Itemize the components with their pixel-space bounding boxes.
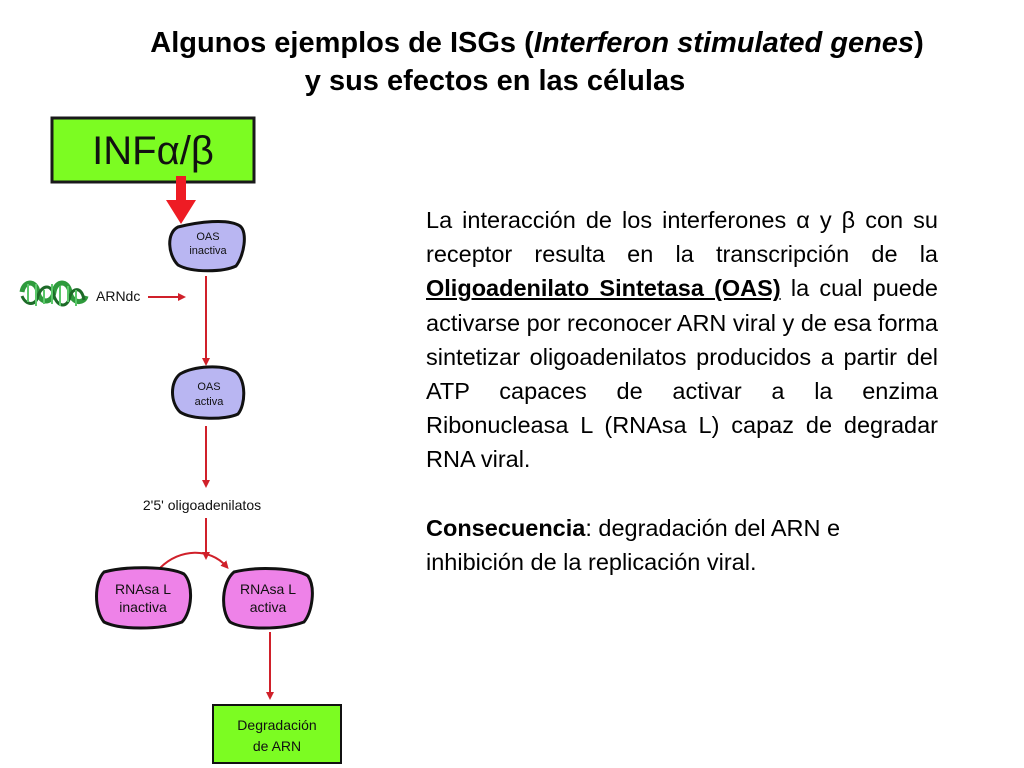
big-red-arrow-icon [166,176,196,224]
title-part-2: ) [914,27,924,59]
oas-active-node: OAS activa [171,365,246,420]
paragraph-text-1: La interacción de los interferones [426,207,797,233]
paragraph-text-2: y [809,207,842,233]
oas-inactive-line1: OAS [196,231,219,243]
degradation-box: Degradación de ARN [212,704,342,764]
oligo-label: 2'5' oligoadenilatos [143,497,261,513]
degradation-line1: Degradación [237,717,316,733]
paragraph-spacer [426,477,938,511]
rnasa-active-line2: activa [250,599,287,615]
inf-box: INFα/β [50,116,256,184]
dsrna-helix-icon [19,280,89,307]
oas-enzyme-name: Oligoadenilato Sintetasa (OAS) [426,275,781,302]
consequence-paragraph: Consecuencia: degradación del ARN e inhi… [426,511,938,579]
arrow-rnasa-activation [159,551,229,569]
title-part-1: Algunos ejemplos de ISGs ( [150,27,534,59]
paragraph-text-3: con su receptor resulta en la transcripc… [426,207,938,268]
oas-inactive-node: OAS inactiva [168,219,246,273]
title-line-1: Algunos ejemplos de ISGs (Interferon sti… [30,24,1020,62]
diagram-svg: INFα/β OAS inactiva ARNdc OAS activa [19,116,342,764]
consequence-text: : degradación del ARN e inhibición de la… [426,514,841,575]
arndc-label: ARNdc [96,288,140,304]
oas-inactive-line2: inactiva [189,245,227,257]
explanation-text: La interacción de los interferones α y β… [426,203,938,579]
inf-label: INFα/β [92,129,214,173]
rnasa-active-node: RNAsa L activa [222,567,314,630]
title-italic: Interferon stimulated genes [533,27,915,59]
beta-symbol: β [841,207,856,233]
alpha-symbol: α [796,207,810,233]
consequence-label: Consecuencia [426,514,586,541]
oas-active-line2: activa [195,396,225,408]
title-line-2: y sus efectos en las células [304,65,686,97]
rnasa-inactive-line2: inactiva [119,599,167,615]
oas-active-line1: OAS [197,381,220,393]
paragraph-text-4: la cual puede activarse por reconocer AR… [426,275,938,473]
page-title: Algunos ejemplos de ISGs (Interferon sti… [30,24,1020,100]
rnasa-inactive-node: RNAsa L inactiva [95,566,192,630]
degradation-line2: de ARN [253,738,301,754]
rnasa-active-line1: RNAsa L [240,581,296,597]
rnasa-inactive-line1: RNAsa L [115,581,171,597]
explanation-paragraph: La interacción de los interferones α y β… [426,203,938,477]
oas-pathway-diagram: INFα/β OAS inactiva ARNdc OAS activa [0,0,420,768]
